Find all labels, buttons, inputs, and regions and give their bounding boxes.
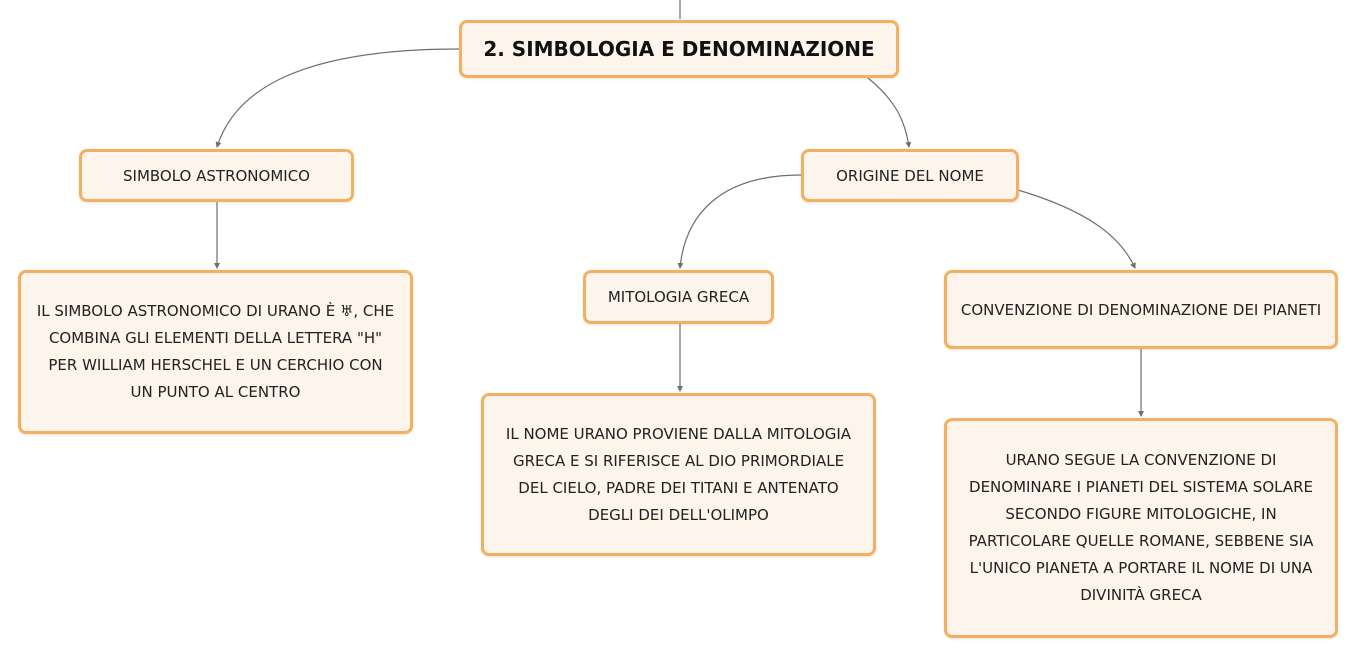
origine-del-nome-label: ORIGINE DEL NOME bbox=[836, 166, 984, 185]
convenzione-denominazione-detail-node[interactable]: URANO SEGUE LA CONVENZIONE DI DENOMINARE… bbox=[944, 418, 1338, 638]
root-node-label: 2. SIMBOLOGIA E DENOMINAZIONE bbox=[483, 37, 875, 61]
convenzione-denominazione-label: CONVENZIONE DI DENOMINAZIONE DEI PIANETI bbox=[960, 300, 1322, 319]
connector-root-to-origine bbox=[867, 77, 912, 148]
connector-origine-to-convenzione bbox=[1017, 189, 1136, 269]
mitologia-greca-detail-text: IL NOME URANO PROVIENE DALLA MITOLOGIA G… bbox=[505, 424, 852, 524]
connector-root-to-simbolo bbox=[215, 48, 460, 148]
root-node[interactable]: 2. SIMBOLOGIA E DENOMINAZIONE bbox=[459, 20, 899, 78]
mitologia-greca-label: MITOLOGIA GRECA bbox=[607, 288, 750, 306]
connector-origine-to-mitologia bbox=[677, 174, 802, 269]
simbolo-astronomico-detail-text: IL SIMBOLO ASTRONOMICO DI URANO È ♅, CHE… bbox=[36, 302, 395, 401]
mitologia-greca-detail-node[interactable]: IL NOME URANO PROVIENE DALLA MITOLOGIA G… bbox=[481, 393, 876, 556]
simbolo-astronomico-detail-node[interactable]: IL SIMBOLO ASTRONOMICO DI URANO È ♅, CHE… bbox=[18, 270, 413, 434]
convenzione-denominazione-node[interactable]: CONVENZIONE DI DENOMINAZIONE DEI PIANETI bbox=[944, 270, 1338, 349]
simbolo-astronomico-node[interactable]: SIMBOLO ASTRONOMICO bbox=[79, 149, 354, 202]
convenzione-denominazione-detail-text: URANO SEGUE LA CONVENZIONE DI DENOMINARE… bbox=[968, 451, 1314, 604]
origine-del-nome-node[interactable]: ORIGINE DEL NOME bbox=[801, 149, 1019, 202]
mitologia-greca-node[interactable]: MITOLOGIA GRECA bbox=[583, 270, 774, 324]
simbolo-astronomico-label: SIMBOLO ASTRONOMICO bbox=[123, 166, 310, 185]
